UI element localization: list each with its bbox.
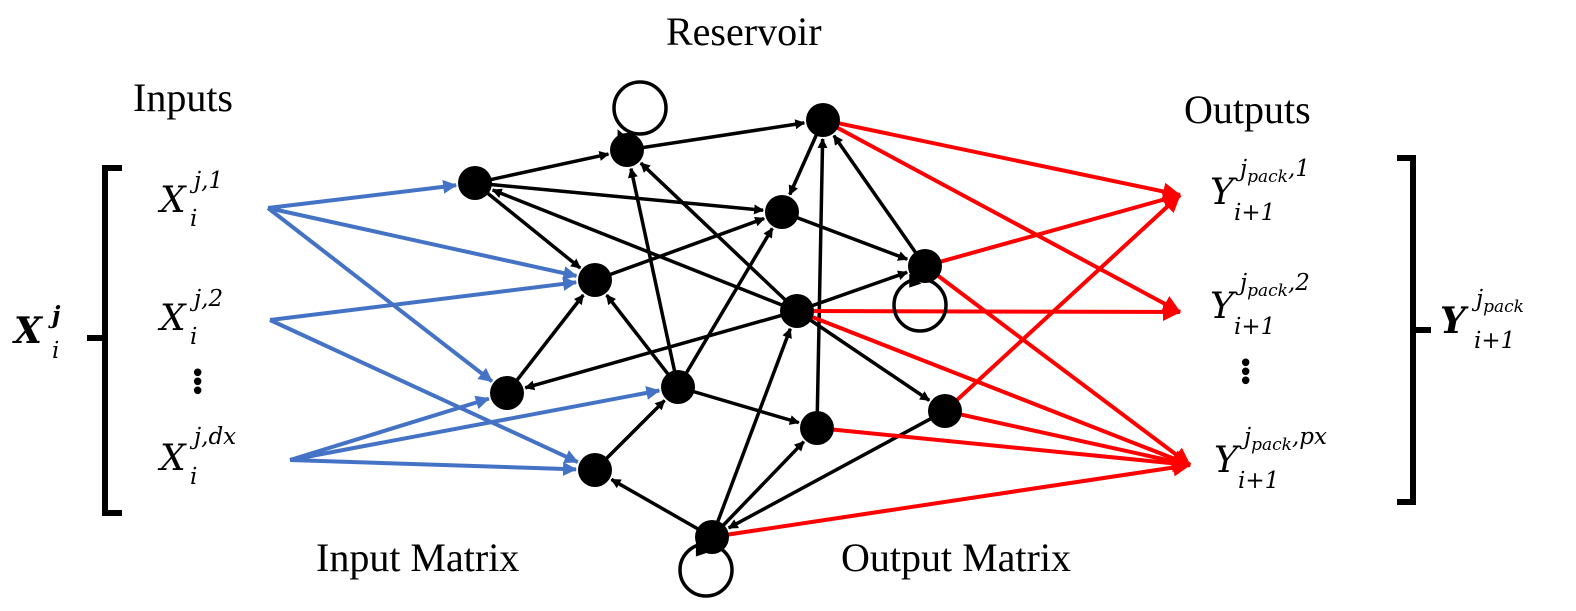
reservoir-node-H bbox=[490, 376, 524, 410]
reservoir-edge-I-E bbox=[605, 293, 677, 385]
reservoir-title: Reservoir bbox=[666, 9, 822, 54]
output-edge-C-out2 bbox=[825, 120, 1181, 314]
reservoir-node-K bbox=[928, 394, 962, 428]
reservoir-edge-A-B bbox=[478, 151, 610, 184]
output-edge-J-out3 bbox=[820, 426, 1191, 473]
reservoir-node-C bbox=[806, 103, 840, 137]
input-edge-in2-E bbox=[269, 276, 578, 322]
reservoir-node-B bbox=[610, 133, 644, 167]
reservoir-edge-K-M bbox=[727, 411, 943, 530]
output-edge-F-out1 bbox=[928, 190, 1181, 267]
reservoir-node-J bbox=[800, 411, 834, 445]
output-item-1: Y jpack,1 i+1 bbox=[1210, 156, 1310, 226]
output-vector-label: Y jpack i+1 bbox=[1440, 286, 1524, 354]
reservoir-node-A bbox=[458, 166, 492, 200]
reservoir-edge-M-L bbox=[610, 477, 710, 537]
input-edge-in2-L bbox=[269, 318, 579, 464]
output-edge-F-out3 bbox=[926, 266, 1192, 467]
output-edge-G-out2 bbox=[800, 302, 1181, 321]
output-item-2: Y jpack,2 i+1 bbox=[1210, 270, 1310, 340]
input-edge-in3-I bbox=[289, 386, 661, 462]
reservoir-node-F bbox=[908, 249, 942, 283]
output-ellipsis: ••• bbox=[1238, 349, 1254, 397]
reservoir-edge-J-C bbox=[815, 137, 828, 425]
reservoir-node-D bbox=[765, 195, 799, 229]
output-edge-K-out3 bbox=[948, 409, 1191, 471]
input-edge-in1-A bbox=[267, 179, 458, 210]
reservoir-node-M bbox=[695, 520, 729, 554]
reservoir-edge-A-E bbox=[477, 184, 582, 270]
reservoir-edge-B-C bbox=[630, 119, 806, 152]
output-bracket bbox=[1397, 155, 1431, 505]
reservoir-edge-L-I bbox=[596, 399, 666, 469]
input-edge-in1-H bbox=[266, 206, 494, 383]
output-matrix-label: Output Matrix bbox=[841, 535, 1071, 580]
outputs-title: Outputs bbox=[1184, 87, 1311, 132]
reservoir-node-E bbox=[578, 263, 612, 297]
output-edge-M-out3 bbox=[715, 458, 1191, 539]
input-ellipsis: ••• bbox=[190, 359, 206, 407]
output-edge-K-out1 bbox=[946, 193, 1182, 410]
reservoir-edge-G-H bbox=[524, 310, 794, 391]
reservoir-edge-G-K bbox=[799, 311, 931, 402]
reservoir-edge-I-B bbox=[628, 167, 679, 384]
reservoir-node-L bbox=[578, 453, 612, 487]
reservoir-node-G bbox=[780, 294, 814, 328]
reservoir-edge-G-A bbox=[491, 188, 794, 312]
input-item-dx: X j,dx i bbox=[160, 424, 237, 490]
input-item-1: X j,1 i bbox=[160, 168, 224, 232]
input-edge-in3-H bbox=[289, 395, 490, 462]
reservoir-edge-G-F bbox=[800, 270, 909, 312]
reservoir-edge-E-D bbox=[598, 216, 766, 281]
output-edge-G-out3 bbox=[799, 310, 1191, 468]
input-vector-label: X j i bbox=[14, 302, 61, 364]
reservoir-edge-F-C bbox=[832, 134, 925, 264]
reservoir-edge-M-G bbox=[711, 327, 792, 534]
self-loop-F bbox=[892, 277, 948, 333]
input-bracket bbox=[87, 165, 122, 516]
output-edge-C-out1 bbox=[826, 118, 1181, 201]
input-edge-in3-L bbox=[289, 458, 578, 476]
inputs-title: Inputs bbox=[133, 75, 233, 120]
self-loop-B bbox=[612, 80, 668, 136]
reservoir-edge-I-J bbox=[681, 386, 800, 425]
output-item-px: Y jpack,px i+1 bbox=[1214, 424, 1327, 494]
reservoir-edge-G-B bbox=[639, 161, 796, 310]
reservoir-edge-D-F bbox=[785, 211, 909, 261]
input-item-2: X j,2 i bbox=[160, 286, 224, 350]
reservoir-node-I bbox=[661, 370, 695, 404]
input-edge-in1-E bbox=[267, 206, 578, 280]
reservoir-edge-A-D bbox=[478, 181, 765, 215]
reservoir-edge-H-E bbox=[508, 293, 585, 391]
reservoir-edge-M-J bbox=[713, 440, 806, 536]
input-matrix-label: Input Matrix bbox=[316, 535, 520, 580]
reservoir-edge-I-D bbox=[678, 227, 774, 385]
